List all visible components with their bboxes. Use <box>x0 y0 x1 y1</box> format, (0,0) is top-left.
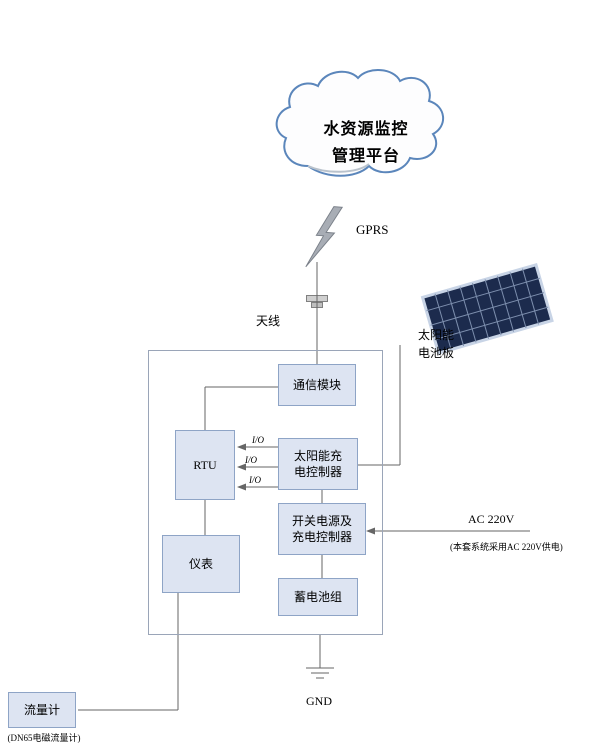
box-solar-controller: 太阳能充 电控制器 <box>278 438 358 490</box>
solar-panel-label: 太阳能 电池板 <box>418 326 454 362</box>
box-comm-module: 通信模块 <box>278 364 356 406</box>
flow-meter-note: (DN65电磁流量计) <box>7 733 81 743</box>
cloud-icon <box>275 69 444 177</box>
box-battery: 蓄电池组 <box>278 578 358 616</box>
box-solar-controller-line2: 电控制器 <box>293 465 342 479</box>
box-rtu-label: RTU <box>193 457 217 472</box>
lightning-icon <box>305 206 344 268</box>
io-label-2: I/O <box>245 455 257 465</box>
solar-panel-label-line1: 太阳能 <box>418 328 455 342</box>
box-power-supply-line1: 开关电源及 <box>291 513 352 528</box>
cloud-title-line2: 管理平台 <box>331 148 400 166</box>
cloud-title-line1: 水资源监控 <box>323 121 409 138</box>
box-rtu: RTU <box>175 430 235 500</box>
io-label-1: I/O <box>252 435 264 445</box>
gnd-label: GND <box>306 694 332 708</box>
box-comm-module-label: 通信模块 <box>292 377 341 392</box>
box-instrument: 仪表 <box>162 535 240 593</box>
box-battery-label: 蓄电池组 <box>293 589 342 604</box>
cloud-title: 水资源监控 管理平台 <box>300 116 432 170</box>
box-power-supply-line2: 充电控制器 <box>291 530 352 544</box>
box-instrument-label: 仪表 <box>188 556 213 571</box>
ground-icon <box>306 667 334 679</box>
io-label-3: I/O <box>249 475 261 485</box>
box-power-supply: 开关电源及 充电控制器 <box>278 503 366 555</box>
box-solar-controller-line1: 太阳能充 <box>293 448 342 463</box>
enclosure-frame <box>148 350 383 635</box>
box-flow-meter-label: 流量计 <box>23 702 60 717</box>
box-flow-meter: 流量计 <box>8 692 76 728</box>
solar-panel-icon <box>420 262 554 355</box>
solar-panel-label-line2: 电池板 <box>418 346 455 360</box>
ac-label: AC 220V <box>468 512 515 526</box>
antenna-label: 天线 <box>256 314 281 328</box>
ac-note: (本套系统采用AC 220V供电) <box>450 542 563 552</box>
antenna-base-icon <box>311 302 323 308</box>
antenna-icon <box>306 295 328 302</box>
gprs-label: GPRS <box>356 222 389 237</box>
